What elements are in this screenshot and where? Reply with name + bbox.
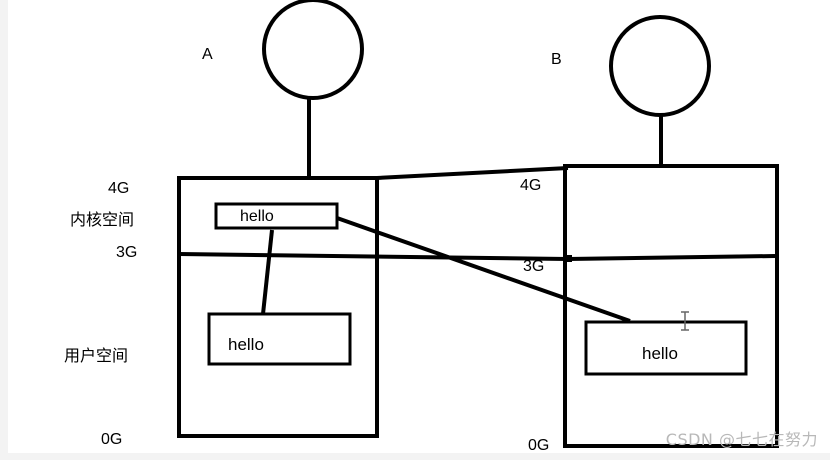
process-a-kernel-hello-box [214, 202, 339, 230]
process-b-label: B [551, 51, 562, 68]
shared-top-boundary-line [376, 166, 569, 180]
kernel-to-user-link-b [336, 216, 631, 323]
b-label-4g: 4G [520, 177, 541, 194]
process-a-kernel-hello-text: hello [240, 208, 274, 225]
a-label-3g: 3G [116, 244, 137, 261]
boundary-junction-marker [563, 255, 572, 262]
text-cursor-icon [681, 311, 689, 331]
a-label-user-space: 用户空间 [64, 346, 128, 365]
bottom-margin-strip [0, 453, 830, 460]
b-label-0g: 0G [528, 437, 549, 454]
kernel-user-boundary-line [178, 252, 569, 261]
process-a-circle [262, 0, 364, 100]
process-b-user-hello-text: hello [642, 344, 678, 363]
process-a-address-space [177, 176, 379, 438]
process-a-user-hello-box [207, 312, 352, 366]
process-a-label: A [202, 46, 213, 63]
process-b-circle [609, 15, 711, 117]
csdn-watermark: CSDN @七七在努力 [665, 430, 818, 449]
kernel-to-user-link-a [261, 229, 274, 315]
a-label-kernel-space: 内核空间 [70, 210, 134, 229]
left-margin-strip [0, 0, 8, 460]
process-b-user-hello-box [584, 320, 748, 376]
process-b-address-space [563, 164, 779, 448]
b-label-3g: 3G [523, 258, 544, 275]
process-b-boundary-line [567, 254, 776, 261]
a-label-4g: 4G [108, 180, 129, 197]
a-label-0g: 0G [101, 431, 122, 448]
process-a-user-hello-text: hello [228, 335, 264, 354]
